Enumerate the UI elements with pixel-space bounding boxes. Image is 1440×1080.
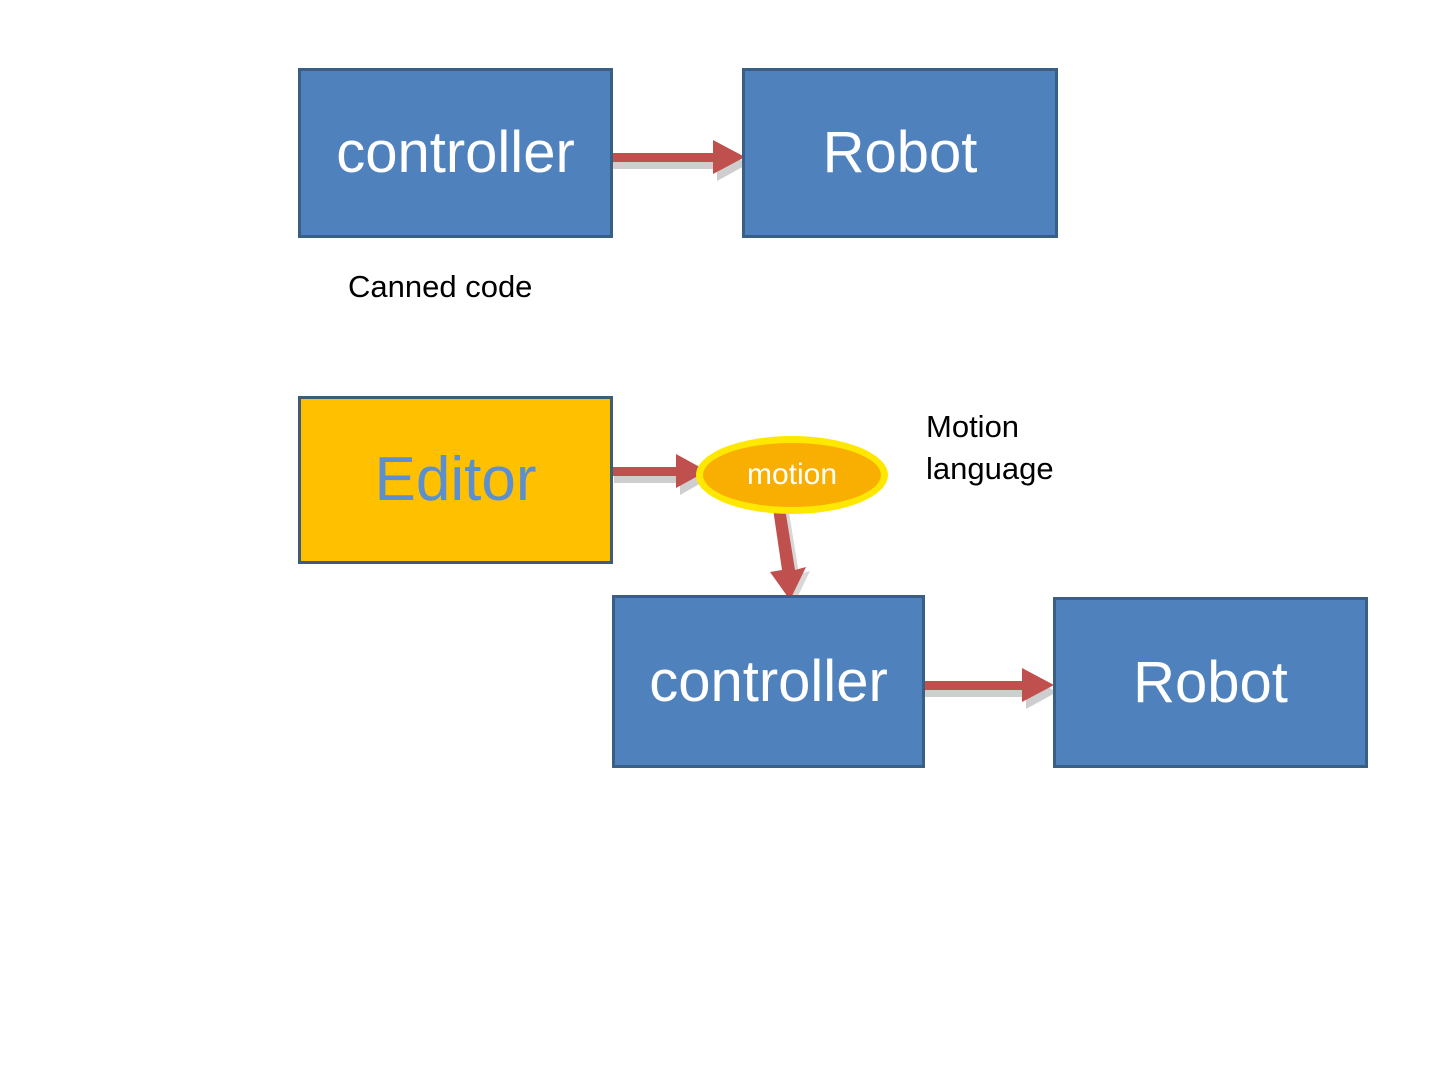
- arrow-top-controller-to-robot: [607, 140, 748, 181]
- node-top-robot-label: Robot: [822, 120, 978, 185]
- caption-canned-code: Canned code: [348, 269, 533, 304]
- caption-motion-language: Motion language: [926, 409, 1054, 486]
- arrow-motion-to-controller: [770, 502, 810, 604]
- node-top-controller[interactable]: controller: [298, 68, 613, 238]
- node-top-robot[interactable]: Robot: [742, 68, 1058, 238]
- node-top-controller-label: controller: [336, 120, 575, 185]
- node-bottom-controller[interactable]: controller: [612, 595, 925, 768]
- node-editor-label: Editor: [374, 445, 537, 514]
- arrow-bottom-controller-to-robot: [920, 668, 1057, 709]
- node-motion-label: motion: [746, 458, 838, 491]
- node-bottom-robot-label: Robot: [1133, 649, 1288, 715]
- node-editor[interactable]: Editor: [298, 396, 613, 564]
- node-motion-ellipse[interactable]: motion: [696, 436, 888, 514]
- node-bottom-robot[interactable]: Robot: [1053, 597, 1368, 768]
- node-bottom-controller-label: controller: [649, 648, 888, 714]
